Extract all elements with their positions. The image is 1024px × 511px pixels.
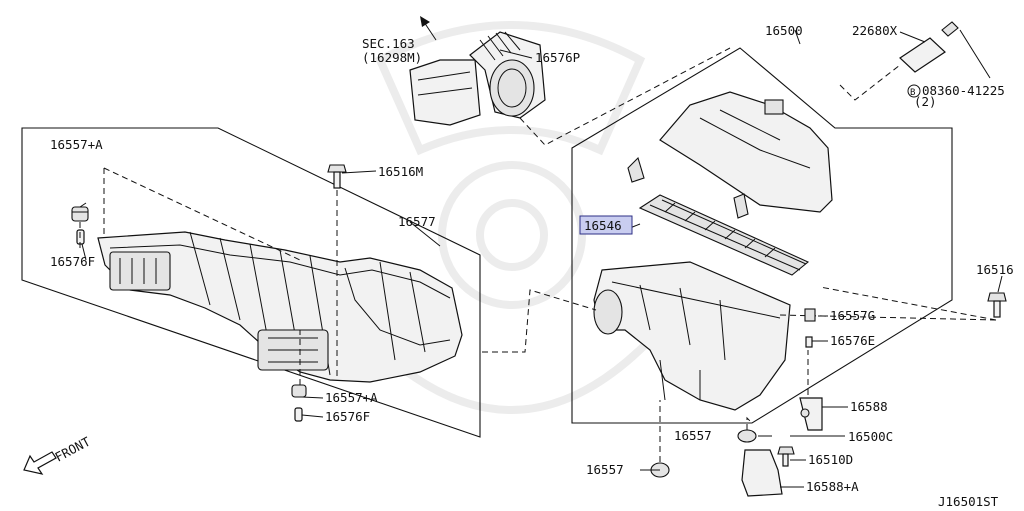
sensor-22680X <box>899 21 959 73</box>
label-16500C[interactable]: 16500C <box>848 429 893 444</box>
label-08360[interactable]: 08360-41225 <box>922 83 1005 98</box>
front-arrow-icon <box>23 451 57 475</box>
label-sec-ref: (16298M) <box>362 50 422 65</box>
pin-16576F-bottom <box>294 407 303 422</box>
label-sec: SEC.163 <box>362 36 415 51</box>
label-16576E[interactable]: 16576E <box>830 333 875 348</box>
bolt-16510D <box>777 446 795 467</box>
label-16576P[interactable]: 16576P <box>535 50 580 65</box>
intake-resonator-16576P <box>409 31 546 126</box>
label-16500[interactable]: 16500 <box>765 23 803 38</box>
label-22680X[interactable]: 22680X <box>852 23 898 38</box>
label-16576F-left[interactable]: 16576F <box>50 254 95 269</box>
diagram-id: J16501ST <box>938 494 999 509</box>
bolt-16516 <box>987 292 1007 318</box>
label-16557G[interactable]: 16557G <box>830 308 875 323</box>
group-frame-right <box>571 47 953 424</box>
label-front: FRONT <box>52 434 93 465</box>
label-16516[interactable]: 16516 <box>976 262 1014 277</box>
label-16510D[interactable]: 16510D <box>808 452 853 467</box>
label-16588A[interactable]: 16588+A <box>806 479 859 494</box>
air-cleaner-group-16500 <box>571 47 953 424</box>
label-16546[interactable]: 16546 <box>584 218 622 233</box>
grommet-16557-mid <box>737 429 757 443</box>
group-frame-left <box>21 127 481 438</box>
air-duct-16577 <box>97 231 463 383</box>
air-cleaner-cover <box>659 91 833 213</box>
pin-16576E <box>805 336 813 348</box>
highlight-16546[interactable] <box>579 215 633 235</box>
duct-group-16577 <box>21 127 481 438</box>
bracket-16588A <box>741 449 783 497</box>
grommet-16557A-bottom <box>291 384 307 398</box>
up-arrow-icon <box>420 16 437 41</box>
label-16577[interactable]: 16577 <box>398 214 436 229</box>
label-08360-qty: (2) <box>914 94 937 109</box>
bolt-16516M <box>327 164 347 189</box>
bolt-symbol-icon <box>907 84 921 98</box>
label-bolt-symbol: B <box>910 88 915 98</box>
label-16576F-bottom[interactable]: 16576F <box>325 409 370 424</box>
label-16557A-bottom[interactable]: 16557+A <box>325 390 378 405</box>
label-16588[interactable]: 16588 <box>850 399 888 414</box>
label-16557A-top[interactable]: 16557+A <box>50 137 103 152</box>
label-16557-bottom[interactable]: 16557 <box>586 462 624 477</box>
label-16516M[interactable]: 16516M <box>378 164 423 179</box>
label-16557-mid[interactable]: 16557 <box>674 428 712 443</box>
bracket-16588 <box>799 397 823 431</box>
grommet-16557G <box>804 308 816 322</box>
grommet-16557A-top <box>71 206 89 222</box>
